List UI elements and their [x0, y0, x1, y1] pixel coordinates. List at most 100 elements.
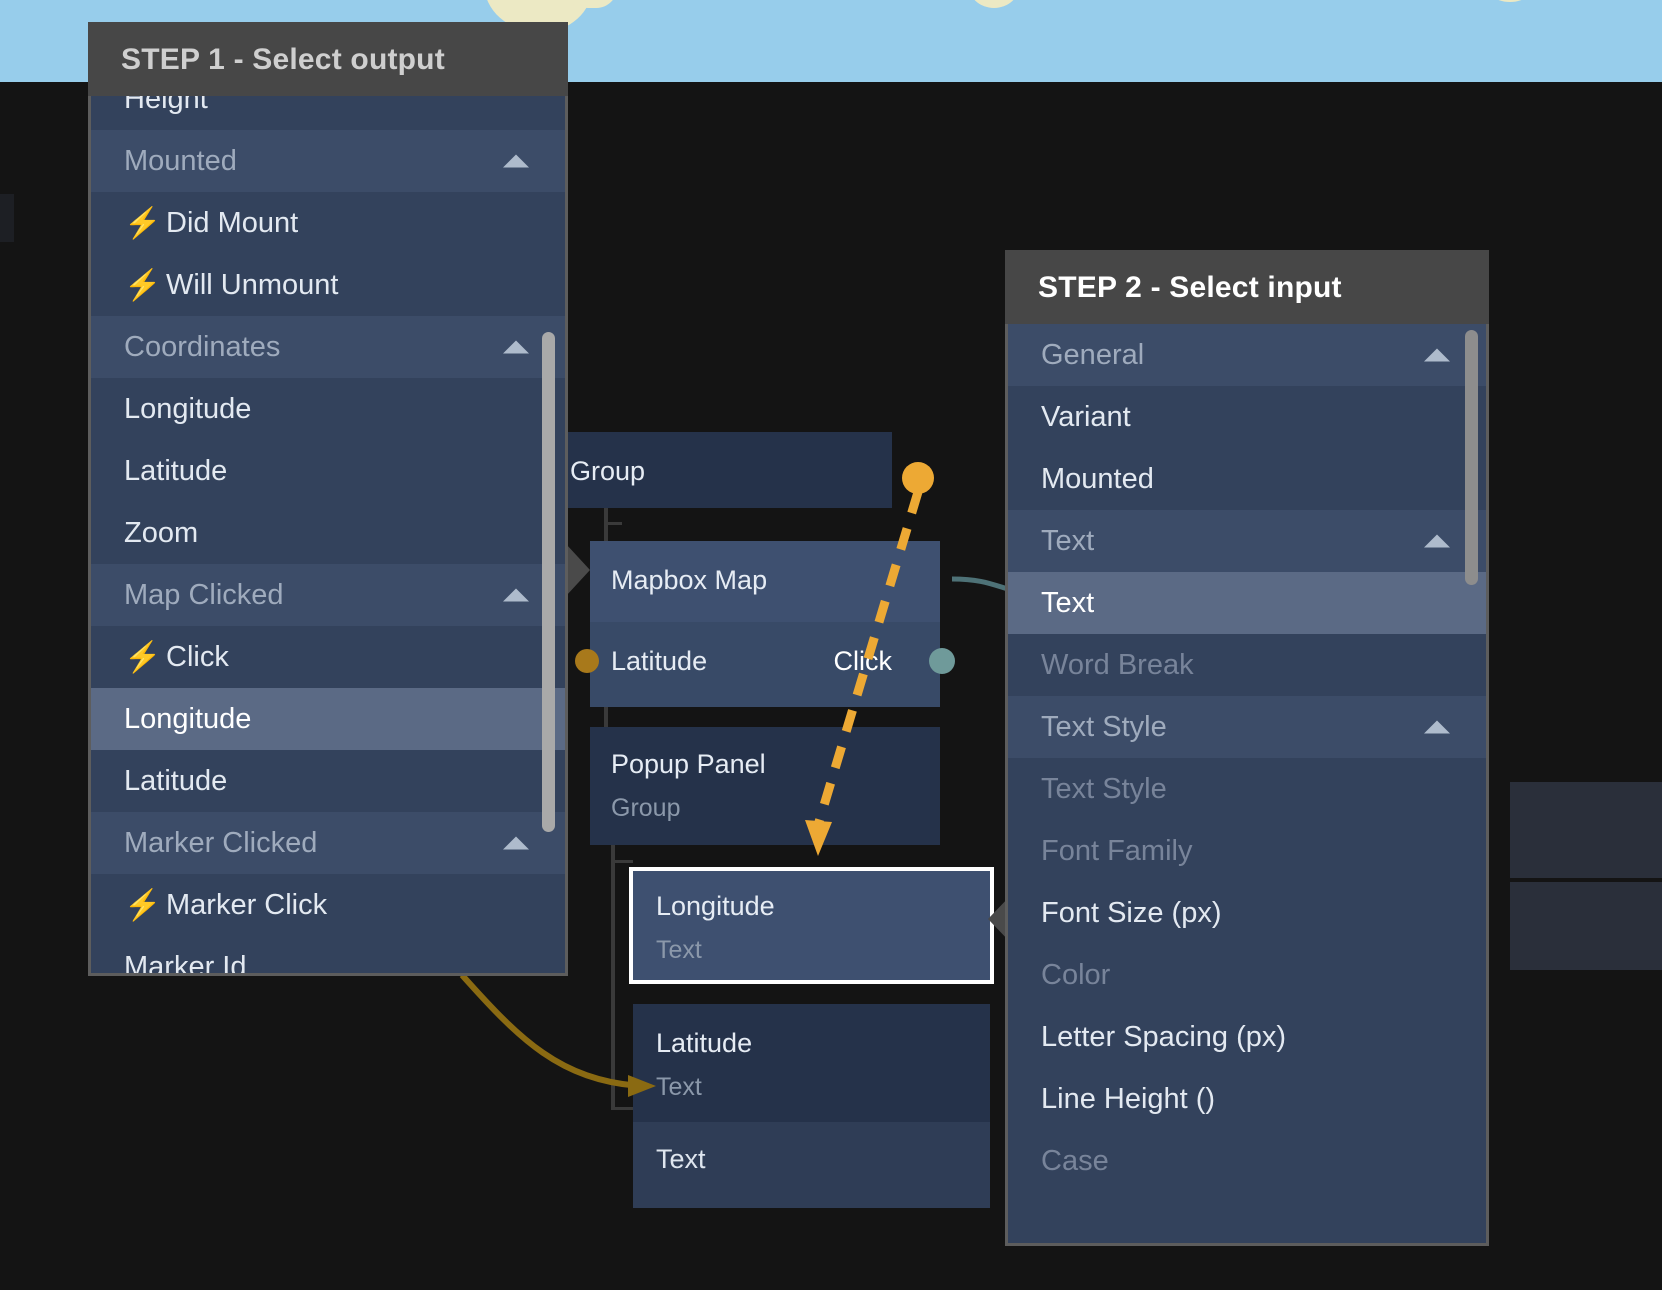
list-item-label: Will Unmount [166, 268, 339, 301]
node-mapbox-map-body[interactable]: Latitude Click [590, 622, 940, 707]
list-item-case[interactable]: Case [1008, 1130, 1486, 1192]
list-item-label: Text [1041, 586, 1095, 619]
list-group-text-style[interactable]: Text Style [1008, 696, 1486, 758]
node-mapbox-map-header[interactable]: Mapbox Map [590, 541, 940, 622]
list-item-label: Did Mount [166, 206, 299, 239]
port-click-output[interactable] [929, 648, 955, 674]
list-item-line-height[interactable]: Line Height () [1008, 1068, 1486, 1130]
list-group-marker-clicked[interactable]: Marker Clicked [91, 812, 565, 874]
list-group-coordinates[interactable]: Coordinates [91, 316, 565, 378]
node-title: Longitude [656, 891, 775, 921]
list-item-longitude[interactable]: Longitude [91, 378, 565, 440]
port-label-text-in: Text [656, 1144, 706, 1174]
list-item-label: Line Height () [1041, 1082, 1216, 1115]
list-group-mounted[interactable]: Mounted [91, 130, 565, 192]
list-item-font-family[interactable]: Font Family [1008, 820, 1486, 882]
port-label-latitude-in: Latitude [611, 646, 708, 676]
group-rail-stub [604, 522, 622, 525]
list-item-marker-click[interactable]: ⚡Marker Click [91, 874, 565, 936]
node-popup-panel[interactable]: Popup Panel Group [590, 727, 940, 845]
list-item-label: Font Family [1041, 834, 1193, 867]
node-title: Latitude [656, 1028, 753, 1058]
list-item-marker-id[interactable]: Marker Id [91, 936, 565, 976]
caret-up-icon[interactable] [503, 154, 529, 168]
list-item-label: Map Clicked [124, 578, 284, 611]
caret-up-icon[interactable] [1424, 534, 1450, 548]
event-bolt-icon: ⚡ [124, 640, 162, 674]
list-item-label: Marker Id [124, 950, 247, 976]
list-item-label: General [1041, 338, 1145, 371]
step2-scrollbar[interactable] [1465, 330, 1478, 585]
list-group-map-clicked[interactable]: Map Clicked [91, 564, 565, 626]
list-item-variant[interactable]: Variant [1008, 386, 1486, 448]
node-subtitle: Text [656, 1073, 702, 1101]
list-item-label: Longitude [124, 702, 252, 735]
background-node [1510, 882, 1662, 970]
background-node [0, 194, 14, 242]
group-rail [611, 770, 615, 1110]
list-item-letter-spacing-px[interactable]: Letter Spacing (px) [1008, 1006, 1486, 1068]
list-item-label: Click [166, 640, 229, 673]
node-collapse-arrow-icon[interactable] [566, 544, 590, 596]
list-item-label: Latitude [124, 454, 228, 487]
list-item-label: Mounted [1041, 462, 1154, 495]
list-item-color[interactable]: Color [1008, 944, 1486, 1006]
node-title: Mapbox Map [611, 565, 768, 595]
port-latitude-input[interactable] [575, 649, 599, 673]
list-item-label: Text Style [1041, 772, 1167, 805]
caret-up-icon[interactable] [503, 588, 529, 602]
group-rail-stub [611, 1107, 633, 1110]
list-item-longitude[interactable]: Longitude [91, 688, 565, 750]
group-rail-stub [611, 860, 633, 863]
list-item-label: Coordinates [124, 330, 281, 363]
list-item-label: Marker Clicked [124, 826, 318, 859]
node-longitude-text[interactable]: Longitude Text [633, 871, 990, 980]
event-bolt-icon: ⚡ [124, 268, 162, 302]
list-item-label: Letter Spacing (px) [1041, 1020, 1287, 1053]
node-title: Group [570, 456, 646, 486]
list-item-label: Text [1041, 524, 1095, 557]
list-item-mounted[interactable]: Mounted [1008, 448, 1486, 510]
node-latitude-text[interactable]: Latitude Text [633, 1004, 990, 1122]
background-node [1510, 782, 1662, 878]
map-landmass-icon [968, 0, 1020, 8]
list-item-label: Font Size (px) [1041, 896, 1222, 929]
list-item-label: Marker Click [166, 888, 328, 921]
list-item-label: Longitude [124, 392, 252, 425]
list-group-general[interactable]: General [1008, 324, 1486, 386]
node-title: Popup Panel [611, 749, 766, 779]
step1-header: STEP 1 - Select output [88, 22, 568, 96]
port-label-click-out: Click [833, 646, 893, 676]
list-item-label: Color [1041, 958, 1111, 991]
list-item-text-style[interactable]: Text Style [1008, 758, 1486, 820]
list-item-font-size-px[interactable]: Font Size (px) [1008, 882, 1486, 944]
node-latitude-text-port-row[interactable]: Text [633, 1122, 990, 1208]
caret-up-icon[interactable] [503, 340, 529, 354]
list-item-latitude[interactable]: Latitude [91, 750, 565, 812]
step2-header: STEP 2 - Select input [1005, 250, 1489, 324]
list-item-height[interactable]: Height [91, 96, 565, 130]
list-item-label: Word Break [1041, 648, 1194, 681]
event-bolt-icon: ⚡ [124, 888, 162, 922]
list-item-zoom[interactable]: Zoom [91, 502, 565, 564]
list-item-word-break[interactable]: Word Break [1008, 634, 1486, 696]
map-landmass-icon [556, 0, 618, 8]
caret-up-icon[interactable] [1424, 720, 1450, 734]
list-item-did-mount[interactable]: ⚡Did Mount [91, 192, 565, 254]
list-item-label: Case [1041, 1144, 1109, 1177]
node-subtitle: Group [611, 794, 681, 822]
list-item-click[interactable]: ⚡Click [91, 626, 565, 688]
list-item-text[interactable]: Text [1008, 572, 1486, 634]
list-group-text[interactable]: Text [1008, 510, 1486, 572]
caret-up-icon[interactable] [1424, 348, 1450, 362]
caret-up-icon[interactable] [503, 836, 529, 850]
list-item-will-unmount[interactable]: ⚡Will Unmount [91, 254, 565, 316]
list-item-label: Text Style [1041, 710, 1167, 743]
step1-scrollbar[interactable] [542, 332, 555, 832]
list-item-latitude[interactable]: Latitude [91, 440, 565, 502]
